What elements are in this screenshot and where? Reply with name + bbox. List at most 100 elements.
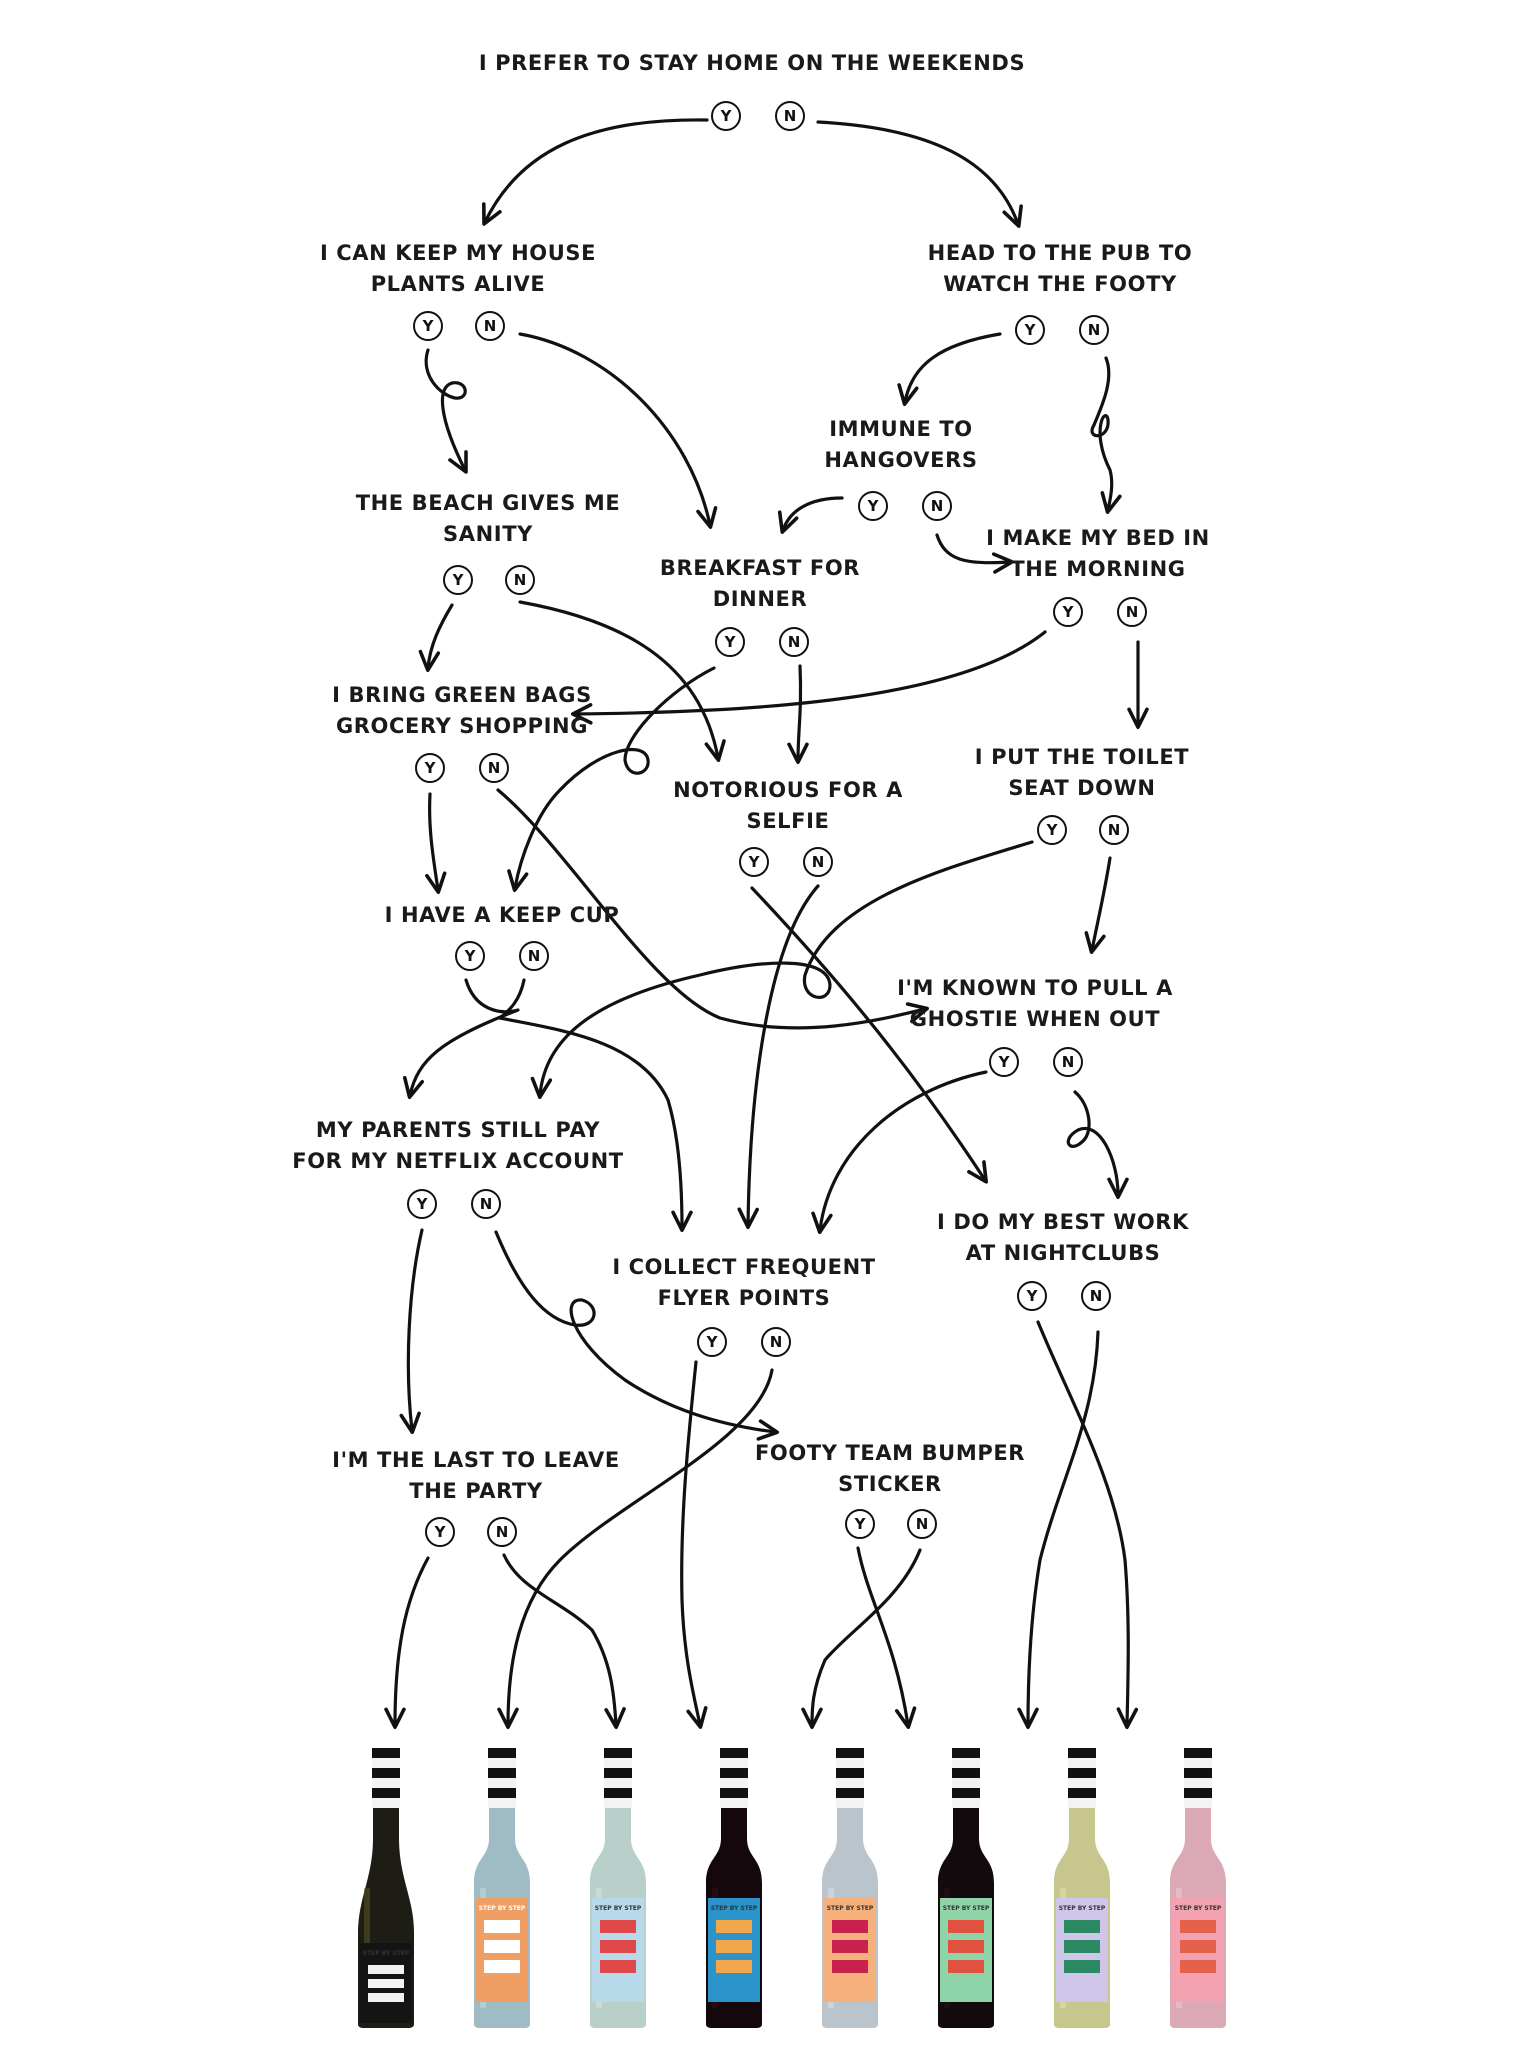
question-text-line: I make my bed in: [986, 526, 1210, 550]
q9-no-option[interactable]: N: [803, 847, 833, 877]
label-stripe: [716, 1920, 752, 1933]
wine-bottle-1[interactable]: STEP BY STEP: [358, 1748, 414, 2028]
bottle-label: STEP BY STEP: [1172, 1898, 1224, 2002]
arrow-q10-no-to-q12: [1084, 856, 1112, 954]
q3-no-option[interactable]: N: [1079, 315, 1109, 345]
label-stripe: [484, 1920, 520, 1933]
capsule-stripe: [952, 1748, 980, 1758]
capsule-stripe: [488, 1788, 516, 1798]
q1-no-option[interactable]: N: [775, 101, 805, 131]
q16-no-option[interactable]: N: [487, 1517, 517, 1547]
q17-yes-option[interactable]: Y: [845, 1509, 875, 1539]
arrow-q12-yes-to-q15: [811, 1070, 988, 1235]
label-stripe: [484, 1960, 520, 1973]
bottle-label: STEP BY STEP: [592, 1898, 644, 2002]
q3-yes-option[interactable]: Y: [1015, 315, 1045, 345]
q14-no-option[interactable]: N: [1081, 1281, 1111, 1311]
capsule-stripe: [836, 1758, 864, 1768]
q4-yes-option[interactable]: Y: [858, 491, 888, 521]
question-text-line: Notorious for a: [673, 778, 903, 802]
q14-yes-option[interactable]: Y: [1017, 1281, 1047, 1311]
capsule-stripe: [604, 1788, 632, 1798]
arrow-q6-yes-to-q11: [507, 666, 716, 892]
q17-no-option[interactable]: N: [907, 1509, 937, 1539]
label-stripe: [368, 1965, 404, 1974]
label-stripe: [1064, 1940, 1100, 1953]
label-stripe: [368, 1979, 404, 1988]
question-text-line: flyer points: [657, 1286, 831, 1310]
q4-no-option[interactable]: N: [922, 491, 952, 521]
capsule-stripe: [1068, 1778, 1096, 1788]
question-pub-footy: Head to the pub to watch the footy: [928, 238, 1193, 300]
question-green-bags: I bring green bagsgrocery shopping: [332, 680, 592, 742]
q9-yes-option[interactable]: Y: [739, 847, 769, 877]
q15-yes-option[interactable]: Y: [697, 1327, 727, 1357]
q2-yes-option[interactable]: Y: [413, 311, 443, 341]
q11-no-option[interactable]: N: [519, 941, 549, 971]
wine-bottle-5[interactable]: STEP BY STEP: [822, 1748, 878, 2028]
q7-yes-option[interactable]: Y: [1053, 597, 1083, 627]
q6-no-option[interactable]: N: [779, 627, 809, 657]
q12-no-option[interactable]: N: [1053, 1047, 1083, 1077]
capsule-stripe: [836, 1778, 864, 1788]
question-text-line: the party: [409, 1479, 543, 1503]
bottle-label: STEP BY STEP: [1056, 1898, 1108, 2002]
arrow-q5-no-to-q9: [518, 600, 726, 762]
q13-yes-option[interactable]: Y: [407, 1189, 437, 1219]
q13-no-option[interactable]: N: [471, 1189, 501, 1219]
arrow-q11-no-to-q15: [498, 978, 693, 1233]
q7-no-option[interactable]: N: [1117, 597, 1147, 627]
question-immune-hangovers: Immune tohangovers: [824, 414, 977, 476]
q12-yes-option[interactable]: Y: [989, 1047, 1019, 1077]
q8-no-option[interactable]: N: [479, 753, 509, 783]
question-nightclubs: I do my best work at nightclubs: [937, 1207, 1189, 1269]
question-text-line: I have a keep cup: [384, 903, 620, 927]
q8-yes-option[interactable]: Y: [415, 753, 445, 783]
q16-yes-option[interactable]: Y: [425, 1517, 455, 1547]
q1-yes-option[interactable]: Y: [711, 101, 741, 131]
question-text-line: hangovers: [824, 448, 978, 472]
label-stripe: [1064, 1960, 1100, 1973]
capsule-stripe: [952, 1798, 980, 1808]
capsule-stripe: [952, 1788, 980, 1798]
q10-yes-option[interactable]: Y: [1037, 815, 1067, 845]
q6-yes-option[interactable]: Y: [715, 627, 745, 657]
wine-bottle-4[interactable]: STEP BY STEP: [706, 1748, 762, 2028]
capsule-stripe: [1184, 1788, 1212, 1798]
question-text-line: at nightclubs: [965, 1241, 1161, 1265]
arrow-q5-yes-to-q8: [418, 603, 454, 673]
question-selfie: Notorious for aselfie: [673, 775, 903, 837]
q11-yes-option[interactable]: Y: [455, 941, 485, 971]
label-stripe: [832, 1940, 868, 1953]
wine-bottle-2[interactable]: STEP BY STEP: [474, 1748, 530, 2028]
q2-no-option[interactable]: N: [475, 311, 505, 341]
wine-bottle-7[interactable]: STEP BY STEP: [1054, 1748, 1110, 2028]
question-text-line: I do my best work: [937, 1210, 1189, 1234]
q10-no-option[interactable]: N: [1099, 815, 1129, 845]
wine-bottle-6[interactable]: STEP BY STEP: [938, 1748, 994, 2028]
label-stripe: [948, 1940, 984, 1953]
brand-text: STEP BY STEP: [1059, 1905, 1106, 1912]
wine-bottle-8[interactable]: STEP BY STEP: [1170, 1748, 1226, 2028]
q5-no-option[interactable]: N: [505, 565, 535, 595]
q5-yes-option[interactable]: Y: [443, 565, 473, 595]
label-stripe: [368, 1993, 404, 2002]
capsule-stripe: [952, 1778, 980, 1788]
label-stripe: [484, 1940, 520, 1953]
wine-bottle-3[interactable]: STEP BY STEP: [590, 1748, 646, 2028]
q15-no-option[interactable]: N: [761, 1327, 791, 1357]
capsule-stripe: [604, 1778, 632, 1788]
capsule-stripe: [1068, 1758, 1096, 1768]
capsule-stripe: [372, 1768, 400, 1778]
question-text-line: I prefer to stay home on the weekends: [478, 51, 1026, 75]
label-stripe: [1180, 1960, 1216, 1973]
question-text-line: watch the footy: [943, 272, 1177, 296]
capsule-stripe: [488, 1758, 516, 1768]
capsule-stripe: [720, 1758, 748, 1768]
arrow-q13-no-to-q17: [494, 1230, 780, 1441]
capsule-stripe: [1184, 1768, 1212, 1778]
question-text-line: seat down: [1008, 776, 1156, 800]
brand-text: STEP BY STEP: [479, 1905, 526, 1912]
question-text-line: Head to the pub to: [927, 241, 1193, 265]
